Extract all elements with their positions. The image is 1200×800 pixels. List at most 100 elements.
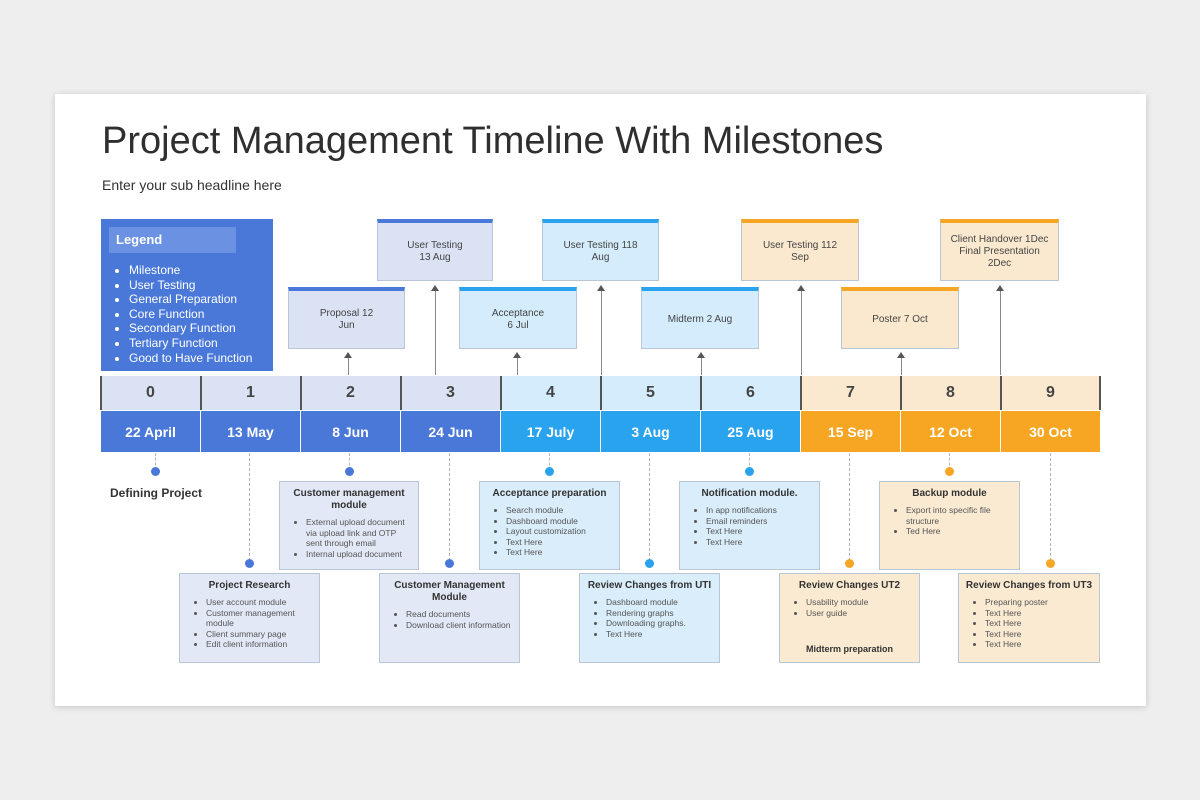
timeline-dot <box>945 467 954 476</box>
card-acceptance-preparation: Acceptance preparation Search module Das… <box>479 481 620 570</box>
timeline-number-3: 3 <box>401 376 501 410</box>
connector-line <box>517 358 518 375</box>
card-item: User account module <box>206 597 313 608</box>
card-item: Text Here <box>985 629 1093 640</box>
milestone-box-text: Client Handover 1Dec Final Presentation … <box>950 233 1049 269</box>
timeline-dot <box>445 559 454 568</box>
card-review-changes-ut3: Review Changes from UT3 Preparing poster… <box>958 573 1100 663</box>
milestone-box-poster: Poster 7 Oct <box>841 287 959 349</box>
milestone-box-text: Poster 7 Oct <box>872 313 928 325</box>
legend-item: Secondary Function <box>129 321 252 336</box>
milestone-box-text: Midterm 2 Aug <box>667 313 733 325</box>
timeline-tick <box>800 376 802 410</box>
connector-line <box>801 290 802 375</box>
card-list: Preparing poster Text Here Text Here Tex… <box>965 597 1093 650</box>
connector-line <box>348 358 349 375</box>
legend-title: Legend <box>109 227 236 253</box>
timeline-dot <box>151 467 160 476</box>
timeline-date-9: 30 Oct <box>1001 411 1100 452</box>
timeline-dot <box>545 467 554 476</box>
arrow-up-icon <box>797 285 805 291</box>
card-item: Dashboard module <box>506 516 613 527</box>
milestone-box-text: User Testing 13 Aug <box>407 239 463 263</box>
legend-item: Good to Have Function <box>129 351 252 366</box>
connector-line <box>701 358 702 375</box>
timeline-date-7: 15 Sep <box>801 411 901 452</box>
timeline-number-2: 2 <box>301 376 401 410</box>
arrow-up-icon <box>996 285 1004 291</box>
card-title: Acceptance preparation <box>492 488 607 499</box>
card-item: Customer management module <box>206 608 313 629</box>
arrow-up-icon <box>697 352 705 358</box>
connector-line <box>1000 290 1001 375</box>
timeline-number-6: 6 <box>701 376 801 410</box>
card-item: Email reminders <box>706 516 813 527</box>
timeline-number-8: 8 <box>901 376 1001 410</box>
card-item: Downloading graphs. <box>606 618 713 629</box>
card-title: Customer Management Module <box>394 580 505 603</box>
timeline-dot <box>1046 559 1055 568</box>
page-title: Project Management Timeline With Milesto… <box>102 120 884 162</box>
timeline-date-2: 8 Jun <box>301 411 401 452</box>
card-list: User account module Customer management … <box>186 597 313 650</box>
drop-line <box>849 453 850 561</box>
milestone-box-proposal: Proposal 12 Jun <box>288 287 405 349</box>
card-item: Usability module <box>806 597 913 608</box>
card-list: Dashboard module Rendering graphs Downlo… <box>586 597 713 639</box>
drop-line <box>249 453 250 561</box>
drop-line <box>549 453 550 470</box>
drop-line <box>749 453 750 470</box>
milestone-box-acceptance: Acceptance 6 Jul <box>459 287 577 349</box>
card-title: Review Changes UT2 <box>798 580 901 591</box>
timeline-tick <box>900 376 902 410</box>
timeline-number-9: 9 <box>1001 376 1100 410</box>
card-item: Preparing poster <box>985 597 1093 608</box>
timeline-number-5: 5 <box>601 376 701 410</box>
card-item: Layout customization <box>506 526 613 537</box>
card-title: Customer management module <box>293 488 405 511</box>
card-title: Project Research <box>208 580 291 591</box>
card-item: Text Here <box>985 608 1093 619</box>
drop-line <box>349 453 350 470</box>
timeline-dot <box>645 559 654 568</box>
timeline-date-6: 25 Aug <box>701 411 801 452</box>
card-item: Search module <box>506 505 613 516</box>
timeline-tick <box>1099 376 1101 410</box>
timeline-date-4: 17 July <box>501 411 601 452</box>
milestone-box-user-testing-112-sep: User Testing 112 Sep <box>741 219 859 281</box>
legend: Legend Milestone User Testing General Pr… <box>101 219 273 371</box>
arrow-up-icon <box>431 285 439 291</box>
card-item: Text Here <box>706 526 813 537</box>
card-item: Read documents <box>406 609 513 620</box>
defining-project-label: Defining Project <box>110 486 203 500</box>
timeline-number-4: 4 <box>501 376 601 410</box>
timeline-tick <box>200 376 202 410</box>
timeline-dot <box>245 559 254 568</box>
milestone-box-user-testing-118-aug: User Testing 118 Aug <box>542 219 659 281</box>
milestone-box-client-handover: Client Handover 1Dec Final Presentation … <box>940 219 1059 281</box>
timeline-number-0: 0 <box>101 376 201 410</box>
card-customer-management-module: Customer management module External uplo… <box>279 481 419 570</box>
card-project-research: Project Research User account module Cus… <box>179 573 320 663</box>
arrow-up-icon <box>597 285 605 291</box>
milestone-box-text: User Testing 112 Sep <box>762 239 838 263</box>
card-list: In app notifications Email reminders Tex… <box>686 505 813 547</box>
card-title: Review Changes from UT3 <box>965 580 1093 591</box>
card-list: Export into specific file structure Ted … <box>886 505 1013 537</box>
drop-line <box>449 453 450 561</box>
connector-line <box>435 290 436 375</box>
card-item: Text Here <box>506 537 613 548</box>
legend-item: Core Function <box>129 307 252 322</box>
card-item: In app notifications <box>706 505 813 516</box>
drop-line <box>1050 453 1051 561</box>
legend-list: Milestone User Testing General Preparati… <box>113 263 252 365</box>
card-title: Backup module <box>912 488 987 499</box>
card-title: Review Changes from UTI <box>587 580 712 591</box>
milestone-box-text: Proposal 12 Jun <box>319 307 374 331</box>
card-item: Rendering graphs <box>606 608 713 619</box>
page-subtitle: Enter your sub headline here <box>102 177 282 193</box>
milestone-box-text: User Testing 118 Aug <box>563 239 638 263</box>
legend-item: Tertiary Function <box>129 336 252 351</box>
timeline-tick <box>400 376 402 410</box>
arrow-up-icon <box>344 352 352 358</box>
